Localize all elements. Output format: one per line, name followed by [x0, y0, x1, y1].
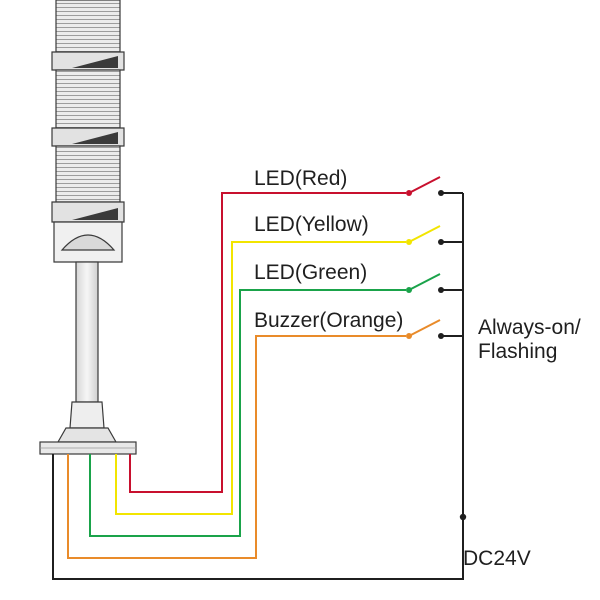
tower-tier-middle	[55, 69, 121, 129]
tower-tier-bottom	[55, 145, 121, 203]
label-mode-line2: Flashing	[478, 340, 558, 363]
switch-orange	[406, 319, 463, 339]
tower-pole-clamp	[69, 401, 105, 429]
label-buzzer-orange: Buzzer(Orange)	[254, 309, 404, 332]
tower-tier-top	[55, 0, 121, 53]
label-mode: Always-on/ Flashing	[478, 316, 581, 364]
wire-red	[129, 192, 406, 493]
switch-green	[406, 273, 463, 293]
label-power: DC24V	[463, 547, 531, 570]
label-led-green: LED(Green)	[254, 261, 368, 284]
switch-yellow	[406, 225, 463, 245]
tower-pole	[75, 261, 99, 403]
bus-terminal	[459, 513, 467, 521]
label-mode-line1: Always-on/	[478, 316, 581, 339]
wire-green	[89, 289, 406, 537]
wire-common	[52, 454, 464, 580]
label-led-yellow: LED(Yellow)	[254, 213, 369, 236]
label-led-red: LED(Red)	[254, 167, 348, 190]
switch-red	[406, 176, 463, 196]
wire-yellow	[115, 241, 406, 515]
signal-tower	[39, 0, 137, 455]
wire-orange	[67, 335, 406, 559]
